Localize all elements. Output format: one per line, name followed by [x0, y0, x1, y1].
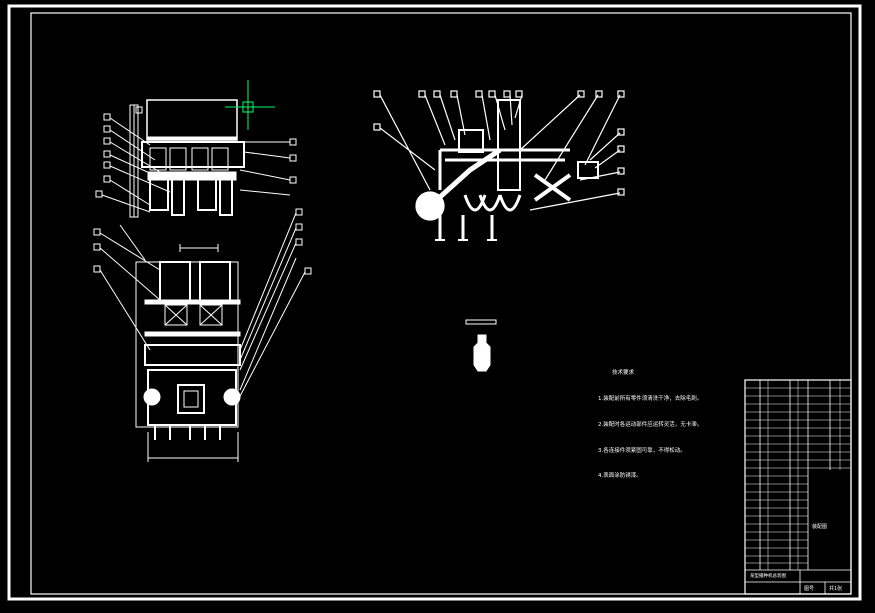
cad-cursor-icon: [225, 80, 275, 130]
technical-note-4: 4.表面涂防锈漆。: [598, 473, 642, 480]
technical-notes: 技术要求 1.装配前所有零件须清洗干净，去除毛刺。 2.装配时各运动部件应运转灵…: [598, 352, 702, 490]
front-view: [93, 208, 312, 462]
technical-notes-title: 技术要求: [612, 370, 635, 377]
title-block-drawing-no: 图号: [804, 586, 815, 592]
technical-note-2: 2.装配时各运动部件应运转灵活，无卡滞。: [598, 421, 703, 428]
inner-border: [30, 12, 852, 595]
drawing-title: 装配图: [812, 524, 828, 530]
detail-part: [465, 319, 497, 372]
top-view: [95, 99, 297, 218]
technical-note-3: 3.各连接件须紧固可靠，不得松动。: [598, 447, 686, 454]
title-block: [744, 379, 852, 595]
side-view: [373, 90, 625, 241]
technical-note-1: 1.装配前所有零件须清洗干净，去除毛刺。: [598, 395, 703, 402]
outer-border: [7, 4, 862, 601]
title-block-name: 某型播种机总装图: [750, 574, 786, 579]
title-block-sheet: 共1张: [829, 586, 843, 592]
